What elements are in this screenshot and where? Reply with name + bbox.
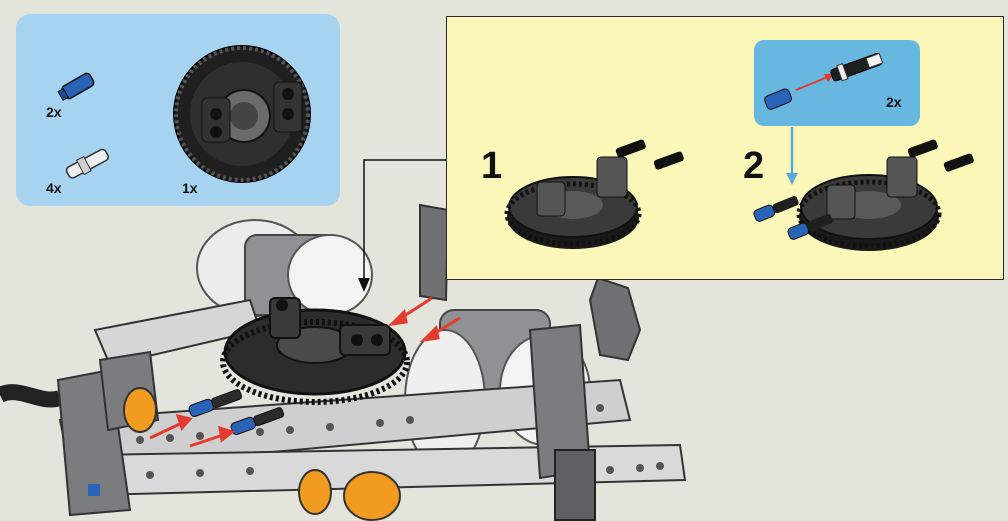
sub-assembly-panel: 2x	[754, 40, 920, 126]
blue-arrow-icon	[786, 127, 798, 185]
qty-label-turntable: 1x	[182, 180, 198, 196]
qty-label-blue-pin: 2x	[46, 104, 62, 120]
step-number-2: 2	[743, 145, 765, 187]
step-2-turntable-illustration	[753, 139, 974, 251]
gray-pin-icon	[65, 148, 110, 179]
parts-list-panel: 2x 4x 1x	[16, 14, 340, 206]
turntable-gear-icon	[173, 45, 311, 183]
step-number-1: 1	[481, 145, 503, 187]
qty-label-gray-pin: 4x	[46, 180, 62, 196]
sub-assembly-qty-label: 2x	[886, 94, 902, 110]
step-callout-panel: 1 2	[446, 16, 1004, 280]
blue-axle-pin-icon	[57, 72, 95, 102]
sub-assembly-pins-icon	[764, 52, 884, 110]
step-1-turntable-illustration	[504, 139, 684, 249]
